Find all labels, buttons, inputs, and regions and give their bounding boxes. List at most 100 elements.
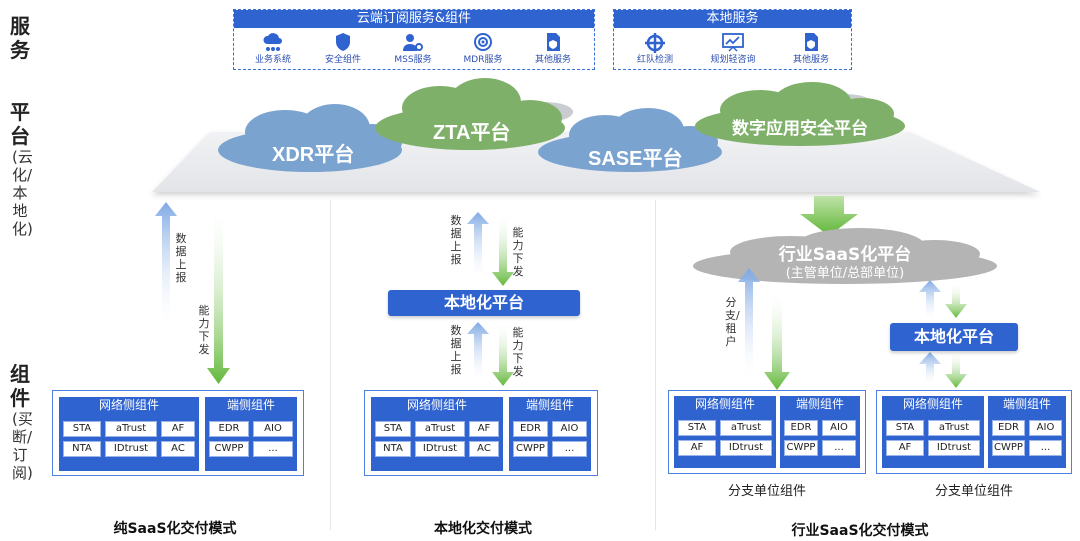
endpoint-group: 端侧组件 EDR AIO CWPP ... bbox=[205, 397, 297, 471]
zta-cloud bbox=[375, 78, 565, 150]
network-group-title: 网络侧组件 bbox=[406, 398, 467, 412]
data-up-arrow bbox=[919, 280, 941, 322]
network-icon bbox=[240, 32, 306, 54]
component-cell[interactable]: CWPP bbox=[209, 441, 249, 457]
network-group-title: 网络侧组件 bbox=[694, 397, 755, 411]
branch-component-box: 网络侧组件 STA aTrust AF IDtrust 端侧组件 EDR AIO… bbox=[876, 390, 1072, 474]
component-cell[interactable]: AC bbox=[161, 441, 195, 457]
service-item-label: 规划轻咨询 bbox=[710, 55, 756, 65]
endpoint-group: 端侧组件 EDR AIO CWPP ... bbox=[780, 396, 860, 468]
branch-unit-label: 分支单位组件 bbox=[727, 484, 806, 499]
capability-down-label: 能力下发 bbox=[512, 326, 524, 378]
service-item-label: MDR服务 bbox=[463, 55, 503, 65]
cloud-services-box: 云端订阅服务&组件 业务系统 安全组件 MSS服务 MDR服务 其他服务 bbox=[233, 9, 595, 70]
appsec-platform-label: 数字应用安全平台 bbox=[732, 119, 868, 138]
component-cell[interactable]: ... bbox=[253, 441, 293, 457]
mode-title-saas: 纯SaaS化交付模式 bbox=[113, 521, 237, 537]
local-platform-box[interactable]: 本地化平台 bbox=[388, 290, 580, 316]
component-cell[interactable]: ... bbox=[822, 440, 856, 456]
component-cell[interactable]: AIO bbox=[552, 421, 587, 437]
component-cell[interactable]: aTrust bbox=[720, 420, 772, 436]
service-item-mdr[interactable]: MDR服务 bbox=[450, 32, 516, 66]
local-platform-box[interactable]: 本地化平台 bbox=[890, 323, 1018, 351]
component-cell[interactable]: IDtrust bbox=[720, 440, 772, 456]
service-item-label: 业务系统 bbox=[254, 55, 291, 65]
capability-down-label: 能力下发 bbox=[198, 304, 210, 356]
network-group-title: 网络侧组件 bbox=[98, 398, 159, 412]
component-sublabel: (买断/订阅) bbox=[12, 410, 33, 482]
component-box: 网络侧组件 STA aTrust AF NTA IDtrust AC 端侧组件 … bbox=[52, 390, 304, 476]
network-group: 网络侧组件 STA aTrust AF IDtrust bbox=[882, 396, 984, 468]
service-item-redteam[interactable]: 红队检测 bbox=[622, 32, 688, 66]
component-cell[interactable]: CWPP bbox=[513, 441, 548, 457]
data-up-arrow bbox=[467, 212, 489, 282]
component-cell[interactable]: STA bbox=[886, 420, 924, 436]
component-cell[interactable]: aTrust bbox=[415, 421, 465, 437]
branch-tenant-label: 分支/租户 bbox=[725, 296, 740, 348]
capability-down-arrow bbox=[945, 350, 967, 388]
chart-board-icon bbox=[700, 32, 766, 54]
component-cell[interactable]: STA bbox=[678, 420, 716, 436]
component-cell[interactable]: aTrust bbox=[928, 420, 980, 436]
data-up-label: 数据上报 bbox=[175, 232, 187, 284]
component-cell[interactable]: CWPP bbox=[992, 440, 1025, 456]
capability-down-arrow bbox=[800, 196, 858, 236]
branch-unit-label: 分支单位组件 bbox=[934, 484, 1013, 499]
industry-platform-subtitle: (主管单位/总部单位) bbox=[785, 266, 905, 281]
component-cell[interactable]: ... bbox=[1029, 440, 1062, 456]
platform-sublabel: (云化/本地化) bbox=[12, 148, 33, 238]
component-cell[interactable]: AF bbox=[161, 421, 195, 437]
component-cell[interactable]: aTrust bbox=[105, 421, 157, 437]
endpoint-group: 端侧组件 EDR AIO CWPP ... bbox=[509, 397, 591, 471]
component-cell[interactable]: AIO bbox=[822, 420, 856, 436]
component-cell[interactable]: CWPP bbox=[784, 440, 818, 456]
service-item-security[interactable]: 安全组件 bbox=[310, 32, 376, 66]
network-group: 网络侧组件 STA aTrust AF IDtrust bbox=[674, 396, 776, 468]
component-cell[interactable]: IDtrust bbox=[415, 441, 465, 457]
component-cell[interactable]: NTA bbox=[63, 441, 101, 457]
side-label-component: 组件 (买断/订阅) bbox=[8, 362, 33, 482]
endpoint-group-title: 端侧组件 bbox=[525, 398, 574, 412]
component-cell[interactable]: ... bbox=[552, 441, 587, 457]
component-cell[interactable]: AF bbox=[469, 421, 499, 437]
endpoint-group-title: 端侧组件 bbox=[795, 397, 844, 411]
column-divider bbox=[655, 200, 656, 530]
capability-down-arrow bbox=[492, 320, 514, 386]
component-cell[interactable]: EDR bbox=[209, 421, 249, 437]
component-cell[interactable]: AIO bbox=[253, 421, 293, 437]
industry-cloud bbox=[693, 228, 997, 284]
component-cell[interactable]: NTA bbox=[375, 441, 411, 457]
component-cell[interactable]: STA bbox=[63, 421, 101, 437]
local-services-box: 本地服务 红队检测 规划轻咨询 其他服务 bbox=[613, 9, 852, 70]
network-group: 网络侧组件 STA aTrust AF NTA IDtrust AC bbox=[371, 397, 503, 471]
side-label-platform: 平台 (云化/本地化) bbox=[8, 100, 33, 238]
service-item-other[interactable]: 其他服务 bbox=[520, 32, 586, 66]
component-cell[interactable]: AF bbox=[678, 440, 716, 456]
component-cell[interactable]: AC bbox=[469, 441, 499, 457]
platform-label: 平台 bbox=[10, 100, 30, 148]
endpoint-group: 端侧组件 EDR AIO CWPP ... bbox=[988, 396, 1066, 468]
component-cell[interactable]: EDR bbox=[992, 420, 1025, 436]
component-cell[interactable]: EDR bbox=[513, 421, 548, 437]
service-item-consulting[interactable]: 规划轻咨询 bbox=[700, 32, 766, 66]
xdr-cloud bbox=[218, 104, 402, 172]
endpoint-group-title: 端侧组件 bbox=[226, 398, 275, 412]
component-label: 组件 bbox=[10, 362, 30, 410]
service-item-mss[interactable]: MSS服务 bbox=[380, 32, 446, 66]
document-shield-icon bbox=[520, 32, 586, 54]
service-item-label: 其他服务 bbox=[792, 55, 829, 65]
service-item-local-other[interactable]: 其他服务 bbox=[778, 32, 844, 66]
data-up-label: 数据上报 bbox=[450, 324, 462, 376]
component-cell[interactable]: AIO bbox=[1029, 420, 1062, 436]
component-cell[interactable]: IDtrust bbox=[928, 440, 980, 456]
component-cell[interactable]: AF bbox=[886, 440, 924, 456]
service-item-label: 其他服务 bbox=[534, 55, 571, 65]
component-cell[interactable]: EDR bbox=[784, 420, 818, 436]
service-item-business[interactable]: 业务系统 bbox=[240, 32, 306, 66]
component-cell[interactable]: IDtrust bbox=[105, 441, 157, 457]
capability-down-label: 能力下发 bbox=[512, 226, 524, 278]
branch-component-box: 网络侧组件 STA aTrust AF IDtrust 端侧组件 EDR AIO… bbox=[668, 390, 866, 474]
component-cell[interactable]: STA bbox=[375, 421, 411, 437]
network-group-title: 网络侧组件 bbox=[902, 397, 963, 411]
data-up-label: 数据上报 bbox=[450, 214, 462, 266]
